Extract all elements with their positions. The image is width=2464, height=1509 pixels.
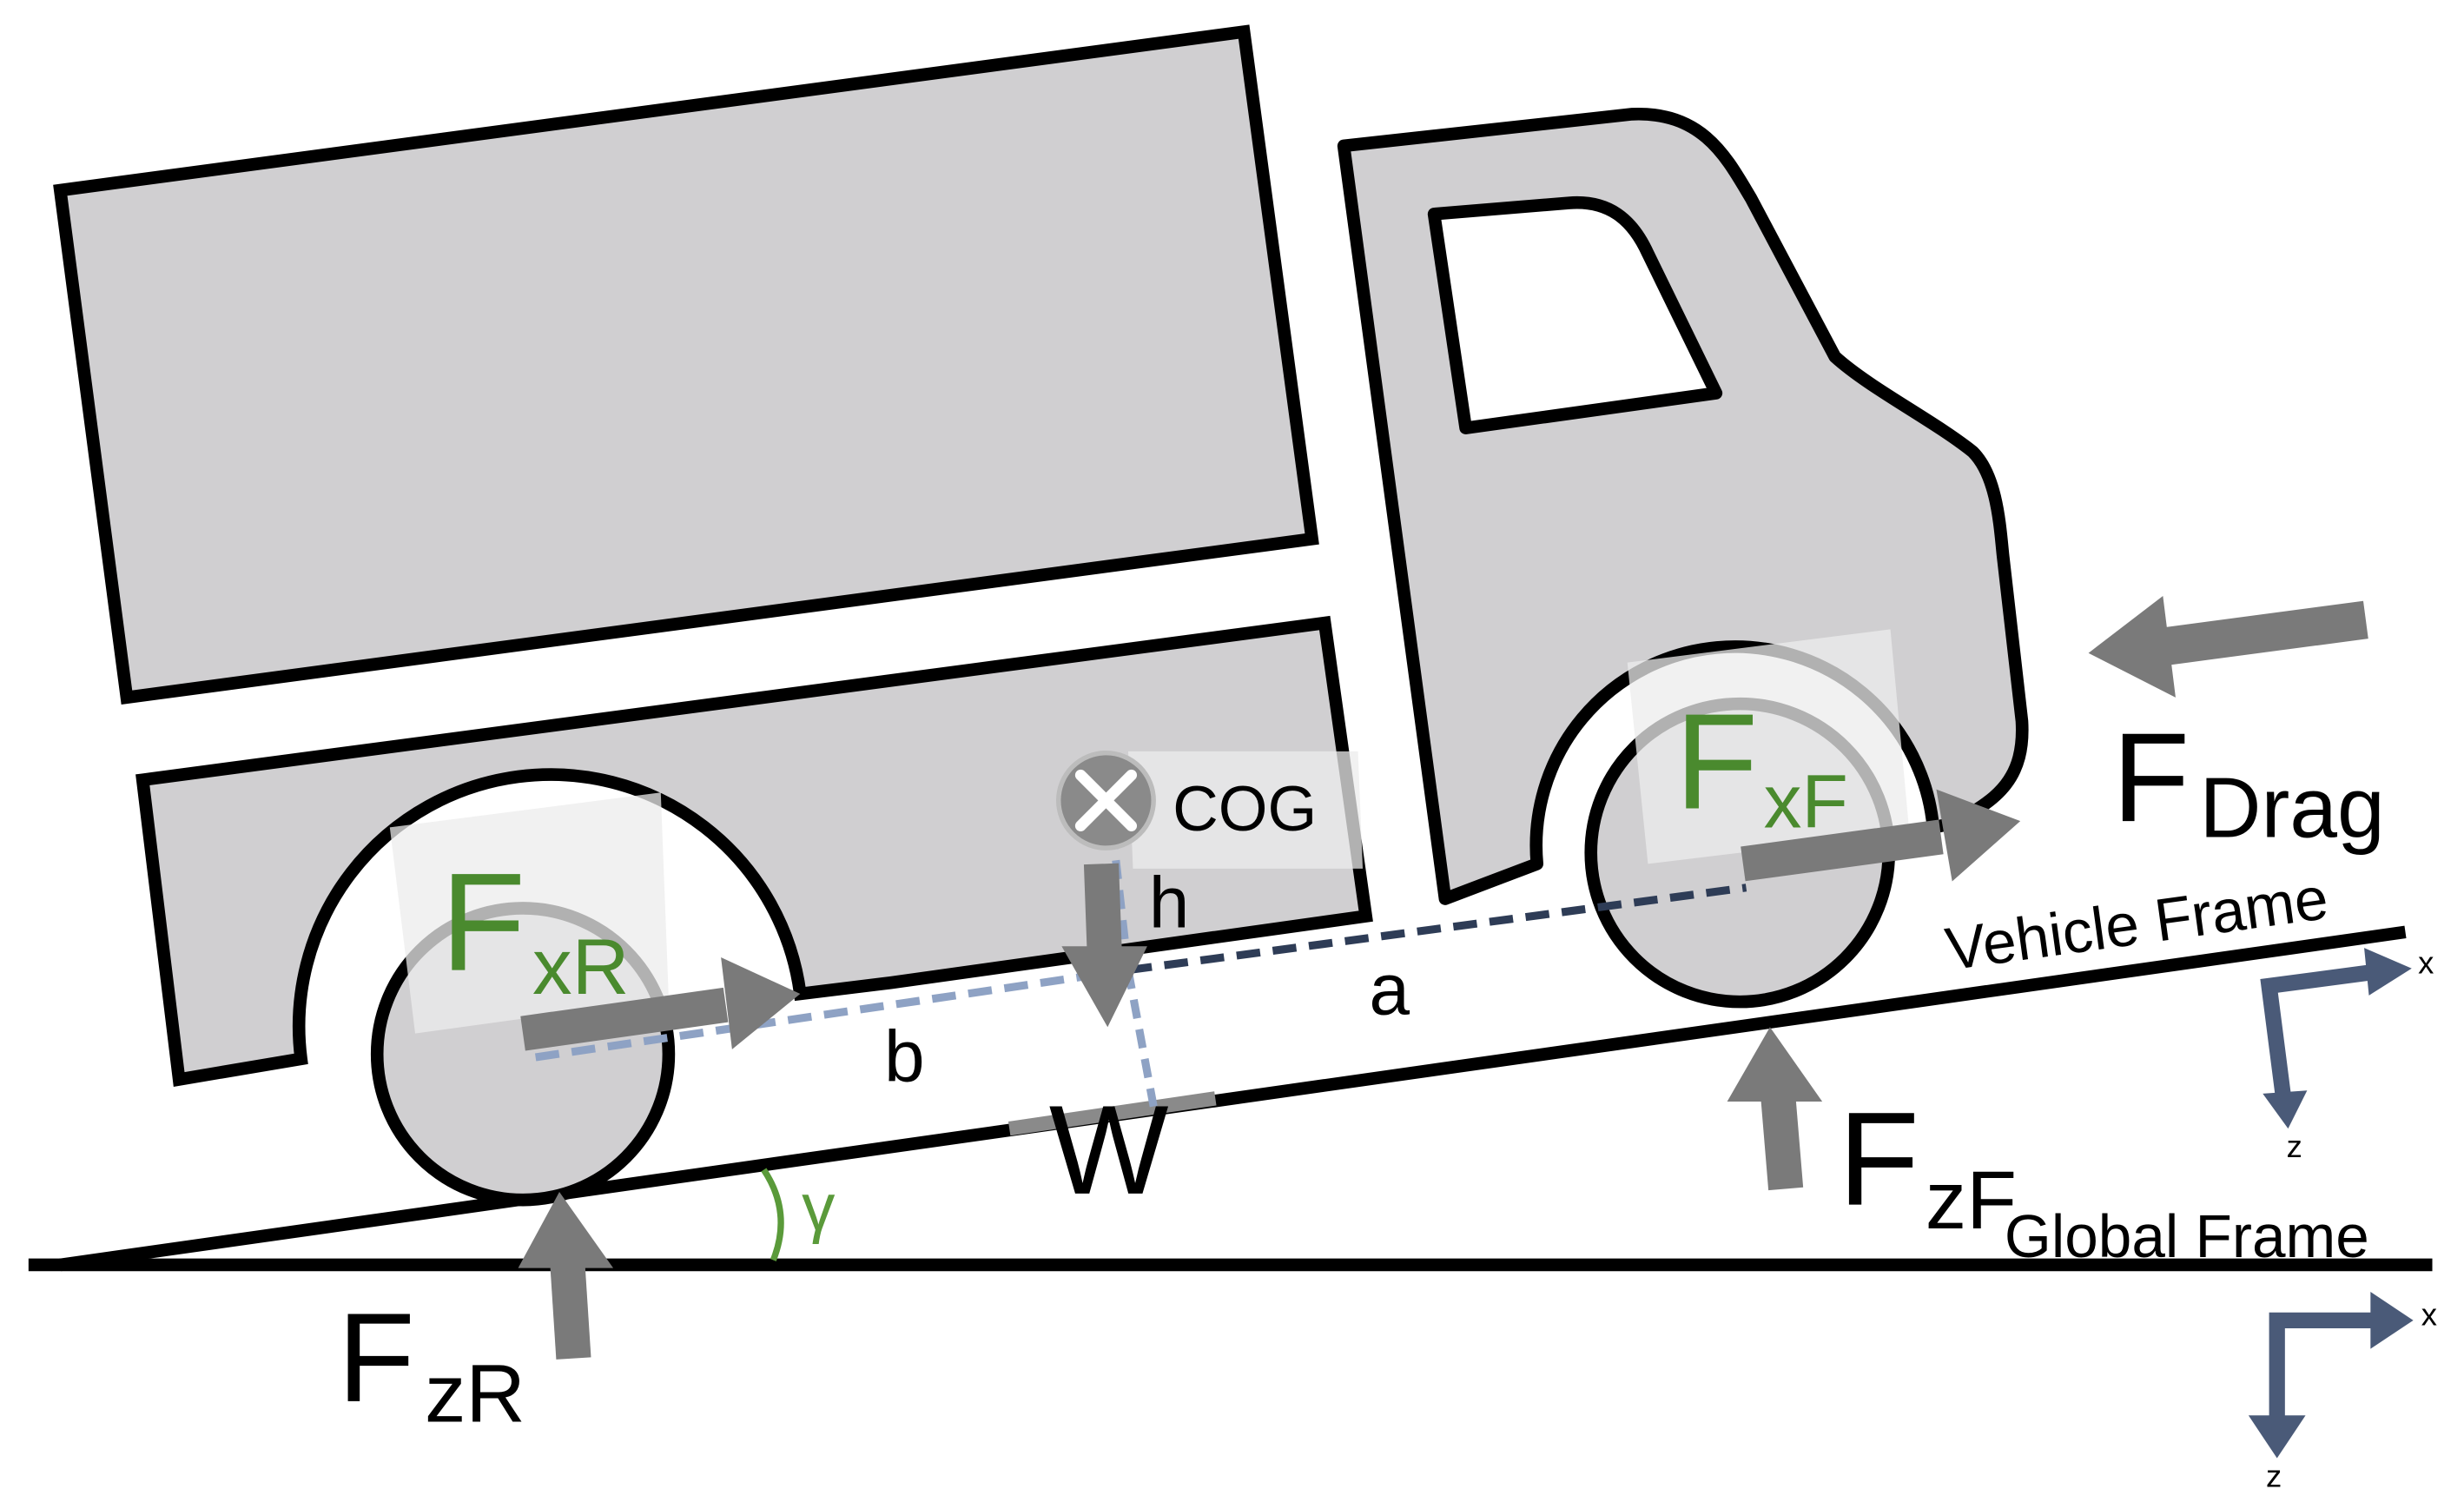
vehicle-z-arrowhead (2263, 1090, 2308, 1129)
fdrag-label-sub: Drag (2199, 759, 2384, 855)
fzr-label-main: F (338, 1287, 415, 1428)
cab-window (1427, 195, 1723, 434)
dim-a-label: a (1369, 949, 1410, 1030)
fdrag-label-main: F (2112, 706, 2190, 848)
fzf-label-main: F (1838, 1085, 1919, 1234)
dim-a-line (1127, 884, 1747, 975)
global-frame-axes (2248, 1291, 2414, 1459)
dim-vertical-drop (1124, 969, 1158, 1108)
fzf-arrow (1727, 1027, 1823, 1191)
cargo-box (53, 24, 1319, 705)
fxr-label-sub: xR (532, 923, 630, 1011)
fxr-label-backdrop (389, 792, 669, 1034)
cog-label: COG (1173, 774, 1317, 844)
force-arrows (518, 596, 2368, 1360)
dimension-lines (534, 799, 1747, 1108)
fdrag-arrow (2088, 596, 2368, 698)
global-frame-label: Global Frame (2005, 1202, 2369, 1270)
vehicle-axis-x-label: x (2418, 944, 2434, 980)
truck (53, 24, 2029, 1087)
fxf-arrow (1741, 789, 2021, 882)
fzf-label-sub: zF (1926, 1155, 2017, 1247)
global-axis-z-label: z (2266, 1458, 2282, 1493)
fxr-label-main: F (440, 845, 525, 1001)
dim-b-label: b (884, 1015, 925, 1096)
weight-arrow (1061, 863, 1147, 1028)
dim-b-line (534, 966, 1129, 1062)
weight-label: W (1049, 1079, 1169, 1221)
dim-h-label: h (1149, 861, 1190, 943)
global-axis-x-label: x (2421, 1296, 2437, 1332)
fzr-arrow (518, 1192, 614, 1360)
circle-x-icon (1055, 750, 1156, 850)
inclined-road (59, 925, 2407, 1272)
vehicle-x-arrowhead (2364, 948, 2412, 996)
fxf-label-backdrop (1627, 629, 1910, 864)
chassis-body (135, 615, 1373, 1087)
ground-lines (28, 925, 2433, 1272)
fxf-label-main: F (1675, 686, 1758, 838)
angle-arc (761, 1168, 784, 1261)
fxf-label-sub: xF (1764, 758, 1848, 844)
road-highlight (1007, 1091, 1217, 1136)
fzr-label-sub: zR (425, 1348, 525, 1440)
global-z-arrowhead (2248, 1415, 2306, 1459)
global-x-arrowhead (2370, 1291, 2414, 1349)
vehicle-frame-axes (2260, 948, 2412, 1129)
angle-label: γ (802, 1171, 836, 1245)
fxr-arrow (520, 957, 801, 1051)
cog-label-backdrop (1127, 751, 1364, 869)
vehicle-axis-z-label: z (2287, 1128, 2302, 1164)
